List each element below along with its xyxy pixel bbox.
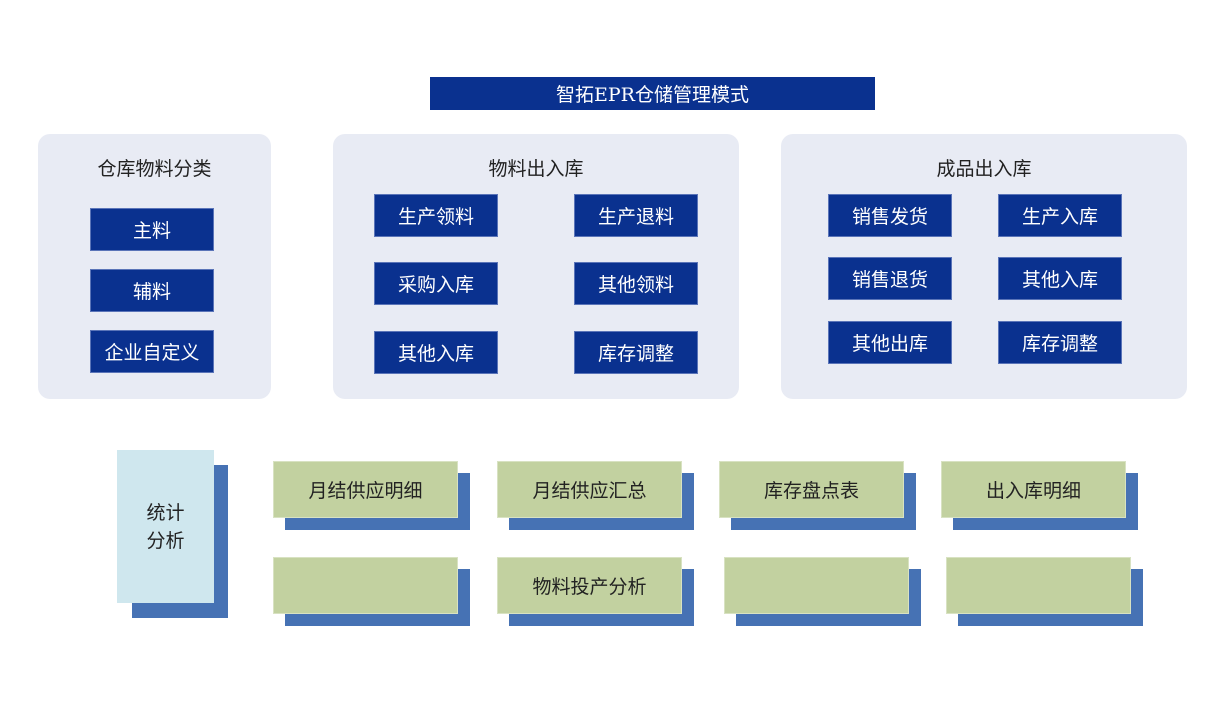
panel-title: 物料出入库 — [488, 158, 584, 180]
card-label[interactable]: 物料投产分析 — [497, 557, 682, 614]
purchase-inbound-button[interactable]: 采购入库 — [374, 262, 498, 305]
card-label[interactable] — [273, 557, 458, 614]
card-label[interactable]: 出入库明细 — [941, 461, 1126, 518]
report-card-material-production-analysis[interactable]: 物料投产分析 — [497, 557, 694, 627]
stock-adjustment-button[interactable]: 库存调整 — [998, 321, 1122, 364]
panel-finished-goods-inout: 成品出入库 销售发货 生产入库 销售退货 其他入库 其他出库 库存调整 — [781, 134, 1187, 399]
main-material-button[interactable]: 主料 — [90, 208, 214, 251]
report-card-empty[interactable] — [273, 557, 470, 627]
panel-material-classification: 仓库物料分类 主料 辅料 企业自定义 — [38, 134, 271, 399]
stock-adjustment-button[interactable]: 库存调整 — [574, 331, 698, 374]
report-card-inventory-count[interactable]: 库存盘点表 — [719, 461, 916, 531]
panel-title: 仓库物料分类 — [97, 158, 212, 180]
stats-label-line2: 分析 — [146, 529, 185, 552]
production-return-button[interactable]: 生产退料 — [574, 194, 698, 237]
other-inbound-button[interactable]: 其他入库 — [998, 257, 1122, 300]
other-inbound-button[interactable]: 其他入库 — [374, 331, 498, 374]
card-label[interactable]: 库存盘点表 — [719, 461, 904, 518]
report-card-monthly-supply-detail[interactable]: 月结供应明细 — [273, 461, 470, 531]
production-inbound-button[interactable]: 生产入库 — [998, 194, 1122, 237]
diagram-title: 智拓EPR仓储管理模式 — [430, 77, 875, 110]
stats-label-box: 统计 分析 — [117, 450, 214, 603]
other-outbound-button[interactable]: 其他出库 — [828, 321, 952, 364]
sales-return-button[interactable]: 销售退货 — [828, 257, 952, 300]
report-card-empty[interactable] — [946, 557, 1143, 627]
stats-label-line1: 统计 — [146, 501, 185, 524]
other-picking-button[interactable]: 其他领料 — [574, 262, 698, 305]
card-label[interactable] — [724, 557, 909, 614]
sales-delivery-button[interactable]: 销售发货 — [828, 194, 952, 237]
panel-title: 成品出入库 — [936, 158, 1032, 180]
production-picking-button[interactable]: 生产领料 — [374, 194, 498, 237]
auxiliary-material-button[interactable]: 辅料 — [90, 269, 214, 312]
report-card-inout-detail[interactable]: 出入库明细 — [941, 461, 1138, 531]
panel-material-inout: 物料出入库 生产领料 生产退料 采购入库 其他领料 其他入库 库存调整 — [333, 134, 739, 399]
card-label[interactable]: 月结供应明细 — [273, 461, 458, 518]
card-label[interactable] — [946, 557, 1131, 614]
report-card-empty[interactable] — [724, 557, 921, 627]
custom-material-button[interactable]: 企业自定义 — [90, 330, 214, 373]
card-label[interactable]: 月结供应汇总 — [497, 461, 682, 518]
report-card-monthly-supply-summary[interactable]: 月结供应汇总 — [497, 461, 694, 531]
